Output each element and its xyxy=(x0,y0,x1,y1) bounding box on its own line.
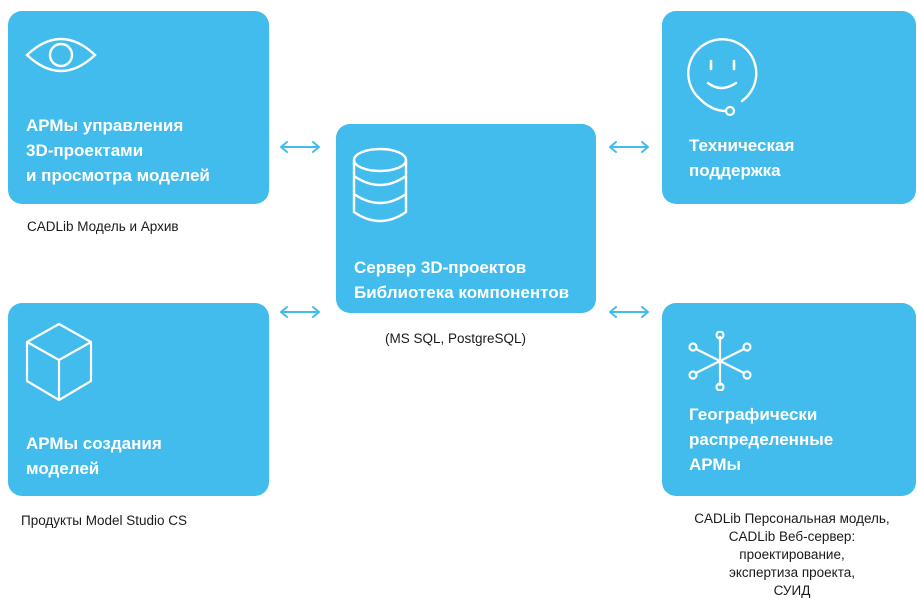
eye-icon xyxy=(25,37,97,73)
arm-view-caption: CADLib Модель и Архив xyxy=(27,219,179,234)
distributed-card: Географически распределенные АРМы xyxy=(662,303,916,496)
arm-create-card: АРМы создания моделей xyxy=(8,303,269,496)
arrow-create-server xyxy=(280,306,320,318)
distributed-caption: CADLib Персональная модель, CADLib Веб-с… xyxy=(694,511,890,598)
headset-smile-icon xyxy=(687,38,758,117)
arm-create-title: АРМы создания моделей xyxy=(26,434,162,478)
arm-view-title: АРМы управления 3D-проектами и просмотра… xyxy=(26,116,210,185)
server-card: Сервер 3D-проектов Библиотека компоненто… xyxy=(336,124,596,313)
server-title: Сервер 3D-проектов Библиотека компоненто… xyxy=(354,258,570,302)
network-hub-icon xyxy=(688,331,752,391)
arm-view-card: АРМы управления 3D-проектами и просмотра… xyxy=(8,11,269,204)
database-icon xyxy=(352,147,408,223)
arrow-server-support xyxy=(609,141,649,153)
support-card: Техническая поддержка xyxy=(662,11,916,204)
arm-create-caption: Продукты Model Studio CS xyxy=(21,513,188,528)
cube-icon xyxy=(25,322,93,402)
arrow-view-server xyxy=(280,141,320,153)
support-title: Техническая поддержка xyxy=(689,136,795,180)
distributed-title: Географически распределенные АРМы xyxy=(689,405,834,474)
server-caption: (MS SQL, PostgreSQL) xyxy=(385,331,527,346)
arrow-server-distributed xyxy=(609,306,649,318)
